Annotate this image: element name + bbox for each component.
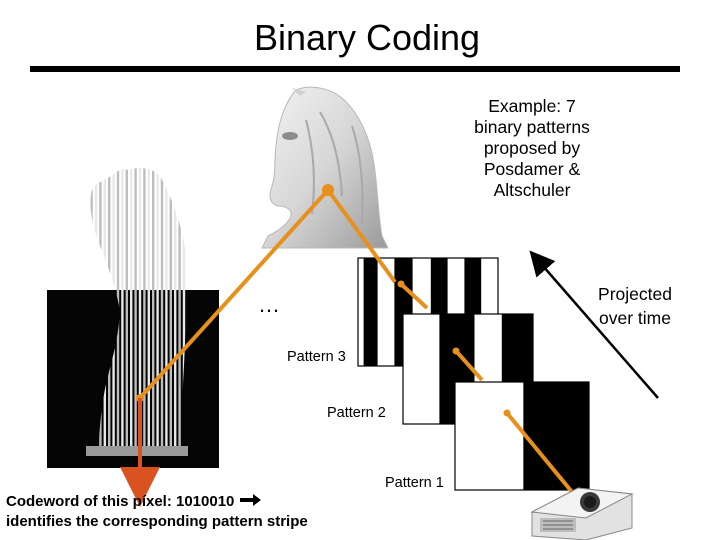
projected-label-line: over time (599, 308, 671, 328)
right-arrow-icon (239, 494, 261, 506)
horse-stripe (165, 168, 168, 452)
codeword-line-2: identifies the corresponding pattern str… (6, 513, 308, 530)
horse-stripe (160, 168, 164, 452)
horse-stripe (178, 168, 181, 452)
example-note-line: Posdamer & (483, 159, 581, 179)
horse-stripe (143, 168, 146, 452)
stripe-band (363, 258, 378, 366)
title-underline (30, 66, 680, 72)
pattern-1-label: Pattern 1 (385, 475, 444, 491)
horse-stripe (169, 168, 172, 452)
projected-over-time-arrow (529, 250, 659, 399)
horse-stripe (147, 168, 150, 452)
example-note-line: binary patterns (474, 117, 590, 137)
horse-stripe (152, 168, 155, 452)
example-note-line: Altschuler (493, 180, 571, 200)
pattern-3-label: Pattern 3 (287, 349, 346, 365)
example-note: Example: 7 binary patterns proposed by P… (452, 96, 612, 201)
projected-over-time-label: Projected over time (585, 282, 685, 330)
projected-label-line: Projected (598, 284, 672, 304)
slide-title: Binary Coding (253, 17, 481, 58)
projection-rays (136, 184, 574, 494)
horse-stripe (182, 168, 186, 452)
example-note-line: proposed by (483, 138, 581, 158)
horse-stripe (156, 168, 159, 452)
surface-point-marker (322, 184, 334, 196)
horse-stripe (125, 168, 128, 452)
striped-horse-photo (47, 168, 219, 468)
codeword-line-1: Codeword of this píxel: 1010010 (6, 493, 235, 510)
example-note-line: Example: 7 (488, 96, 576, 116)
more-patterns-ellipsis: … (258, 292, 283, 317)
pattern-1-card (454, 381, 590, 491)
codeword-caption: Codeword of this píxel: 1010010 identifi… (6, 492, 308, 532)
horse-stripe (134, 168, 137, 452)
horse-stripe (174, 168, 177, 452)
horse-stripe (130, 168, 133, 452)
projector-icon (530, 487, 634, 540)
horse-stripe (121, 168, 124, 452)
pattern-2-label: Pattern 2 (327, 405, 386, 421)
horse-sculpture-image (261, 86, 389, 249)
horse-stripe (138, 168, 142, 452)
